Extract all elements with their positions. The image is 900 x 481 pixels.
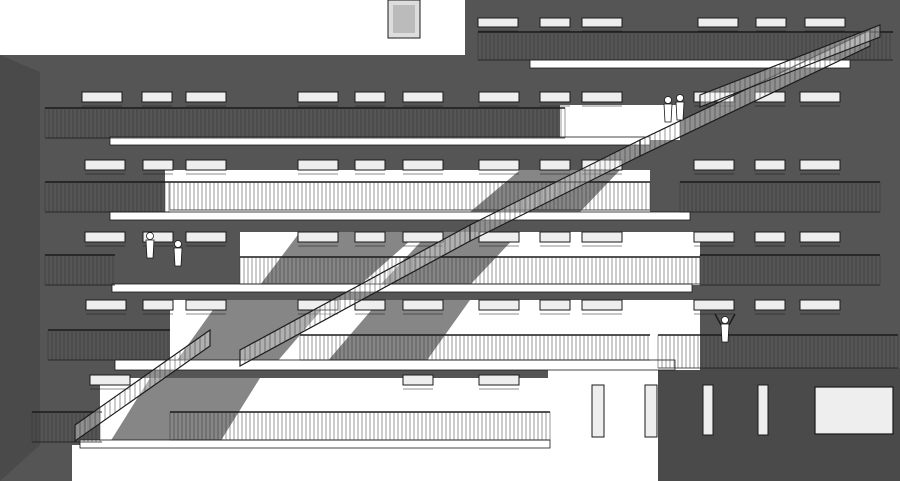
window-2-4 — [354, 159, 386, 171]
window-3-10 — [754, 231, 786, 243]
tall-window-1 — [644, 384, 658, 438]
window-0-2 — [581, 17, 623, 28]
window-4-3 — [297, 299, 339, 311]
window-0-0 — [477, 17, 519, 28]
window-0-3 — [697, 17, 739, 28]
window-4-2 — [185, 299, 227, 311]
window-1-3 — [297, 91, 339, 103]
window-4-1 — [142, 299, 174, 311]
window-2-10 — [754, 159, 786, 171]
person-arms-raised-arm-left — [714, 313, 722, 326]
window-3-11 — [799, 231, 841, 243]
tall-window-3 — [757, 384, 769, 436]
tall-window-2 — [702, 384, 714, 436]
person-standing-left-a-head — [146, 232, 154, 240]
person-standing-left-b-head — [174, 240, 182, 248]
window-5-1 — [402, 374, 434, 386]
window-1-8 — [581, 91, 623, 103]
person-top-b-head — [676, 94, 684, 102]
person-top-a-body — [663, 103, 673, 123]
window-3-3 — [297, 231, 339, 243]
person-arms-raised-arm-right — [728, 313, 736, 326]
window-3-9 — [693, 231, 735, 243]
window-4-0 — [85, 299, 127, 311]
window-3-7 — [539, 231, 571, 243]
human-figures — [145, 94, 736, 343]
window-2-0 — [84, 159, 126, 171]
window-2-9 — [693, 159, 735, 171]
window-4-10 — [754, 299, 786, 311]
window-2-2 — [185, 159, 227, 171]
window-3-5 — [402, 231, 444, 243]
person-standing-left-b-body — [173, 247, 183, 267]
window-2-11 — [799, 159, 841, 171]
window-1-4 — [354, 91, 386, 103]
window-2-1 — [142, 159, 174, 171]
tall-window-0 — [591, 384, 605, 438]
window-3-4 — [354, 231, 386, 243]
window-4-11 — [799, 299, 841, 311]
gallery-slab-3 — [111, 283, 693, 293]
window-1-7 — [539, 91, 571, 103]
person-top-b-body — [675, 101, 685, 121]
window-1-1 — [141, 91, 173, 103]
person-arms-raised-head — [721, 316, 729, 324]
window-5-2 — [478, 374, 520, 386]
gallery-slab-2 — [109, 211, 691, 221]
window-openings — [81, 17, 894, 438]
window-2-6 — [478, 159, 520, 171]
window-2-3 — [297, 159, 339, 171]
window-3-1 — [142, 231, 174, 243]
window-0-4 — [755, 17, 787, 28]
window-4-5 — [402, 299, 444, 311]
window-3-8 — [581, 231, 623, 243]
window-3-2 — [185, 231, 227, 243]
person-arms-raised-body — [720, 323, 730, 343]
window-2-5 — [402, 159, 444, 171]
window-3-0 — [84, 231, 126, 243]
window-1-11 — [799, 91, 841, 103]
light-zone-0 — [560, 105, 680, 140]
window-4-6 — [478, 299, 520, 311]
window-4-8 — [581, 299, 623, 311]
large-window — [814, 386, 894, 435]
stair-shadow-1 — [170, 300, 330, 370]
person-top-a-head — [664, 96, 672, 104]
left-return-wall — [0, 55, 40, 481]
light-zone-5 — [72, 445, 658, 481]
window-0-1 — [539, 17, 571, 28]
window-4-7 — [539, 299, 571, 311]
diagonal-stair — [74, 24, 881, 443]
gallery-slab-5 — [79, 439, 551, 449]
roof-box-panel — [393, 5, 415, 33]
window-4-4 — [354, 299, 386, 311]
person-standing-left-a-body — [145, 239, 155, 259]
window-2-7 — [539, 159, 571, 171]
window-1-2 — [185, 91, 227, 103]
stair-shadow-2 — [110, 378, 260, 442]
window-0-5 — [804, 17, 846, 28]
window-1-6 — [478, 91, 520, 103]
window-5-0 — [89, 374, 131, 386]
window-1-0 — [81, 91, 123, 103]
window-4-9 — [693, 299, 735, 311]
window-1-5 — [402, 91, 444, 103]
stair-shadow-4 — [380, 232, 520, 285]
gallery-slab-4 — [114, 359, 676, 371]
